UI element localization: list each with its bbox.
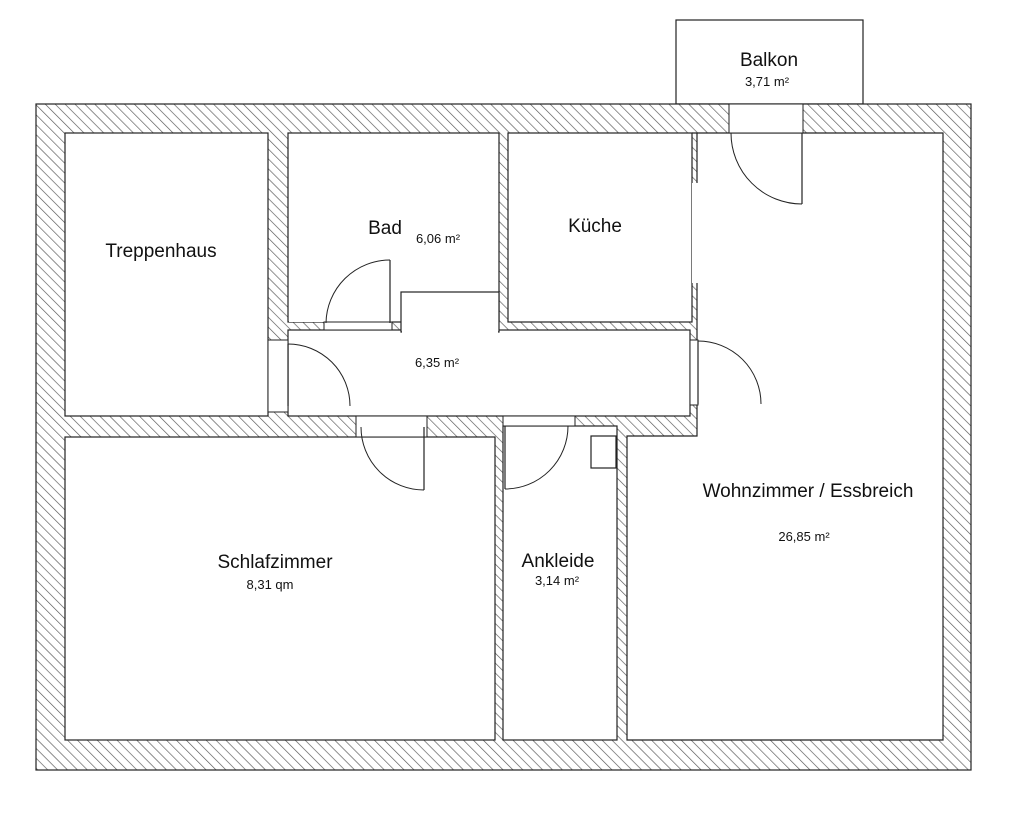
room-area-ankleide: 3,14 m²: [535, 573, 580, 588]
room-area-balkon: 3,71 m²: [745, 74, 790, 89]
opening-kueche-wohn: [692, 183, 698, 283]
door-wohnzimmer: [697, 340, 762, 405]
room-area-schlafzimmer: 8,31 qm: [247, 577, 294, 592]
opening-ankleide: [502, 415, 576, 427]
room-name-treppenhaus: Treppenhaus: [105, 241, 216, 262]
opening-flur-wohn: [689, 339, 699, 406]
room-name-wohnzimmer: Wohnzimmer / Essbreich: [703, 481, 914, 502]
door-treppenhaus: [287, 343, 351, 407]
floor-flur-patch: [402, 326, 498, 334]
room-area-wohnzimmer: 26,85 m²: [778, 529, 830, 544]
room-name-bad: Bad: [368, 218, 402, 239]
opening-treppenhaus: [267, 339, 289, 413]
room-name-schlafzimmer: Schlafzimmer: [217, 552, 333, 573]
opening-bad: [323, 321, 393, 331]
door-bad: [325, 259, 391, 324]
floor-treppenhaus: [64, 132, 269, 417]
room-name-ankleide: Ankleide: [522, 551, 595, 572]
door-balcony: [730, 132, 803, 205]
balcony: [675, 19, 864, 105]
floor-schlafzimmer: [64, 436, 496, 741]
opening-balcony: [728, 103, 804, 134]
shaft: [590, 435, 617, 469]
floor-flur: [287, 329, 691, 417]
floor-kueche: [507, 132, 693, 323]
floor-ankleide: [502, 425, 618, 741]
opening-schlafzimmer: [355, 415, 428, 438]
floor-flur-upper: [400, 291, 500, 333]
room-name-kueche: Küche: [568, 216, 622, 237]
floor-bad-door-niche: [289, 282, 392, 322]
room-area-flur: 6,35 m²: [415, 355, 460, 370]
door-schlafzimmer: [360, 426, 425, 491]
room-area-bad: 6,06 m²: [416, 231, 461, 246]
room-name-balkon: Balkon: [740, 50, 798, 71]
door-ankleide: [504, 425, 569, 490]
